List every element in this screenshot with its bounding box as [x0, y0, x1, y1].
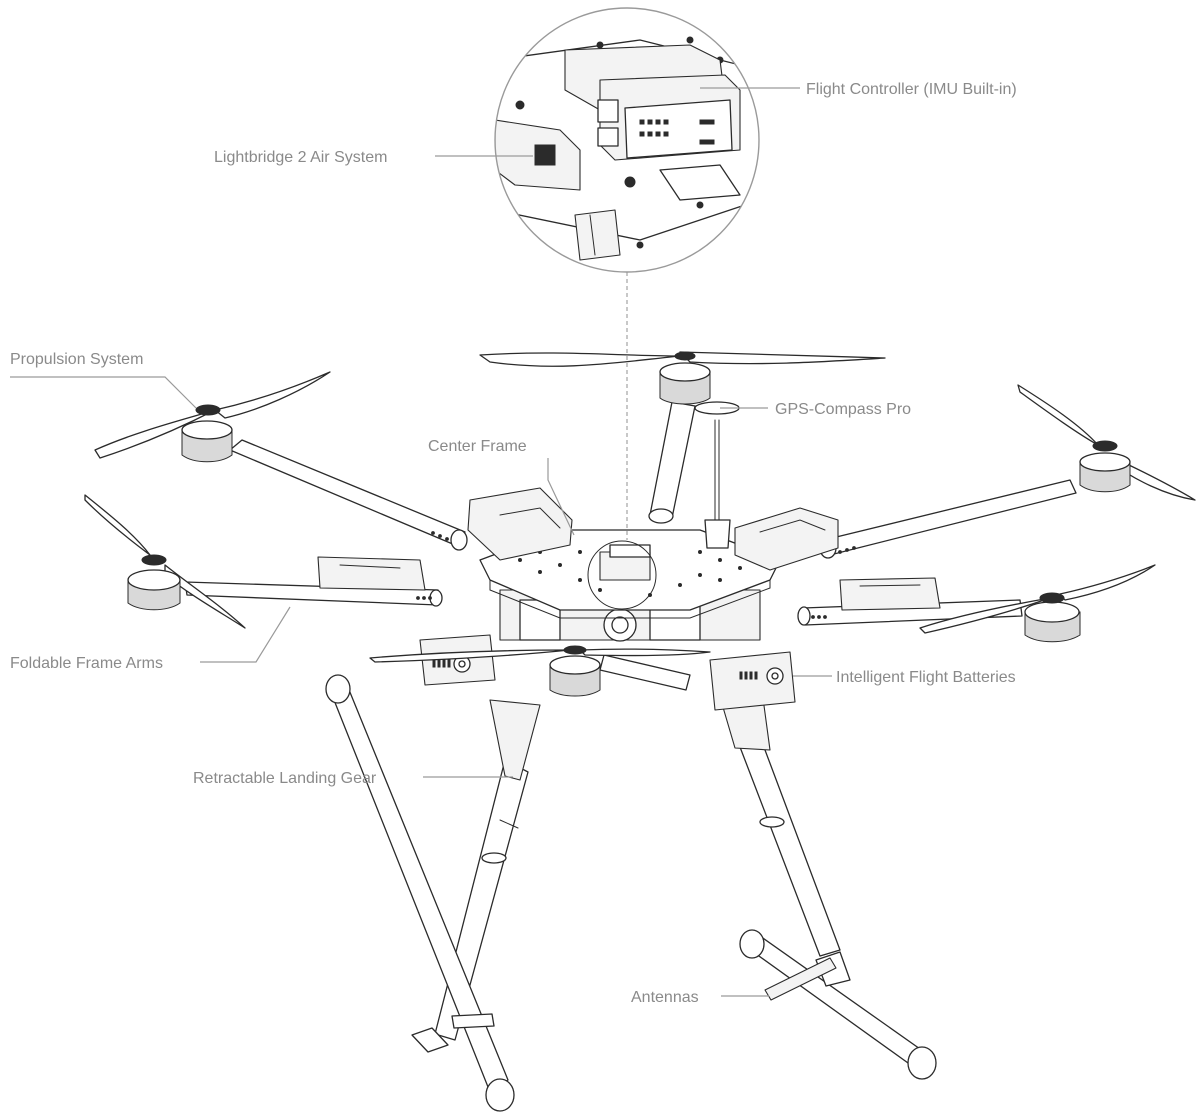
leader-lines: [10, 87, 832, 997]
label-intelligent-flight-batteries: Intelligent Flight Batteries: [836, 669, 1016, 686]
label-propulsion-system: Propulsion System: [10, 351, 143, 368]
label-antennas: Antennas: [631, 989, 699, 1006]
label-flight-controller: Flight Controller (IMU Built-in): [806, 81, 1017, 98]
label-lightbridge: Lightbridge 2 Air System: [214, 149, 387, 166]
center-frame: [479, 401, 781, 642]
landing-gear: [325, 674, 937, 1112]
batteries: [317, 487, 941, 711]
magnified-inset: [494, 7, 760, 540]
propulsion-units: [84, 351, 1196, 697]
label-foldable-frame-arms: Foldable Frame Arms: [10, 655, 163, 672]
label-retractable-landing-gear: Retractable Landing Gear: [193, 770, 377, 787]
label-gps-compass: GPS-Compass Pro: [775, 401, 911, 418]
callout-labels: Flight Controller (IMU Built-in) Lightbr…: [10, 81, 1017, 1006]
label-center-frame: Center Frame: [428, 438, 527, 455]
